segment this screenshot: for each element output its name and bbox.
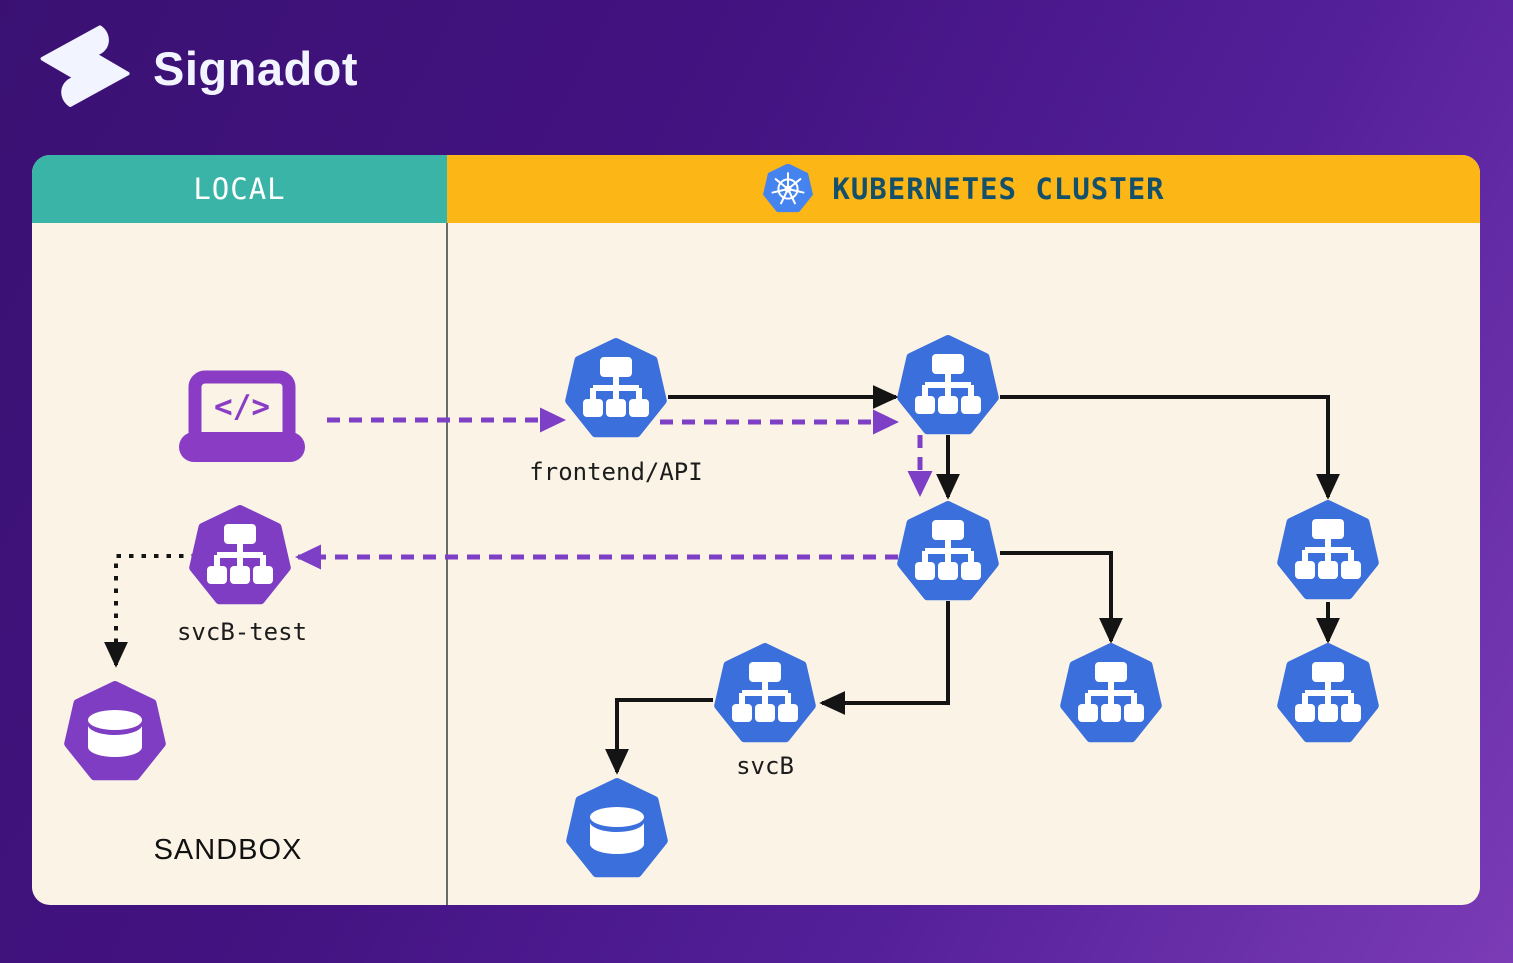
local-header: LOCAL [32, 155, 447, 223]
hexagon [570, 782, 664, 873]
edge-svctop-to-right1 [1000, 395, 1340, 500]
node-frontend-api [569, 342, 663, 433]
brand: Signadot [35, 20, 358, 116]
node-svcb [718, 647, 812, 738]
edge-svcbtest-to-sandboxdb [104, 554, 196, 668]
signadot-s-mark-icon [40, 25, 130, 107]
node-svc-child [1064, 647, 1158, 738]
node-dev-laptop: </> [179, 370, 305, 462]
architecture-diagram: </> svcB-test SANDBOX frontend/API [32, 223, 1480, 905]
sandbox-caption: SANDBOX [154, 834, 303, 866]
edge-svcmid-to-svcb [819, 601, 950, 715]
local-header-label: LOCAL [193, 172, 286, 206]
node-sandbox-db [68, 685, 162, 776]
node-svc-right-1 [1281, 504, 1375, 595]
brand-name: Signadot [153, 41, 359, 95]
node-svcb-test [193, 509, 287, 600]
diagram-panel: LOCAL KUBERNETES CLUSTER [32, 155, 1480, 905]
edge-svcb-to-clusterdb [605, 698, 713, 775]
svcb-label: svcB [736, 752, 794, 780]
svcb-test-label: svcB-test [177, 618, 307, 646]
node-svc-right-2 [1281, 647, 1375, 738]
edge-svcmid-to-child [1000, 551, 1123, 644]
node-svc-mid [901, 505, 995, 596]
code-glyph: </> [214, 389, 270, 425]
node-svc-top [901, 339, 995, 430]
kubernetes-wheel-icon [763, 164, 814, 213]
panel-header: LOCAL KUBERNETES CLUSTER [32, 155, 1480, 223]
node-cluster-db [570, 782, 664, 873]
frontend-api-label: frontend/API [529, 458, 702, 486]
cluster-header-label: KUBERNETES CLUSTER [832, 172, 1165, 206]
hexagon [68, 685, 162, 776]
cluster-header: KUBERNETES CLUSTER [447, 155, 1480, 223]
